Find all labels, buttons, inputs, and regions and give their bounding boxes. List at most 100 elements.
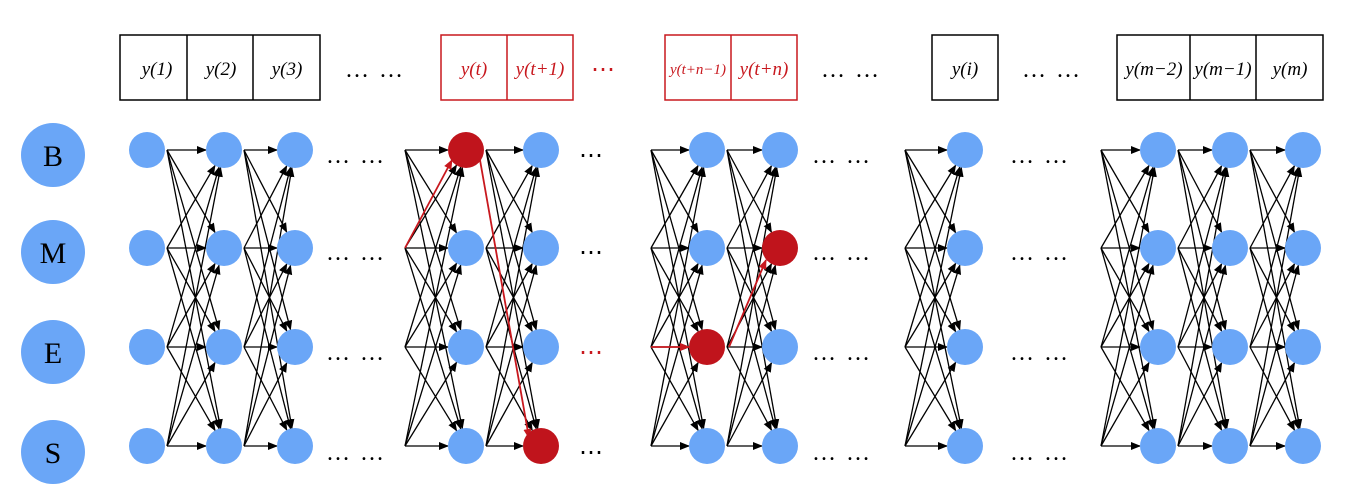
transition-edge	[243, 149, 288, 233]
state-label-e: E	[44, 337, 62, 370]
transition-edge	[166, 166, 223, 447]
transition-edge	[485, 264, 538, 447]
node-e	[1212, 329, 1248, 365]
transition-edge	[1249, 346, 1296, 432]
transition-edge	[904, 149, 964, 430]
node-b	[1212, 132, 1248, 168]
label-ym2: y(m−2)	[1123, 59, 1182, 80]
node-b	[1140, 132, 1176, 168]
transition-edge	[726, 149, 773, 234]
transition-edge	[1177, 166, 1230, 447]
transition-edge	[404, 262, 458, 348]
transition-edge	[1177, 264, 1228, 447]
transition-edge	[1100, 264, 1155, 447]
label-ym: y(m)	[1271, 59, 1308, 80]
node-m	[206, 230, 242, 266]
transition-edge	[904, 247, 957, 333]
transition-edge	[243, 165, 288, 249]
transition-edge	[726, 361, 773, 447]
node-b	[277, 132, 313, 168]
transition-edge	[166, 149, 223, 430]
transition-edge	[243, 166, 295, 447]
state-circle-m	[21, 220, 85, 284]
row-ellipsis-e-2: ⋯	[579, 340, 605, 366]
node-s	[762, 428, 798, 464]
label-box-group-5: y(m−2) y(m−1) y(m)	[1116, 34, 1324, 101]
transition-edge	[650, 247, 704, 430]
transition-edge	[485, 247, 533, 333]
row-ellipsis-s-2: ⋯	[579, 440, 605, 466]
state-circle-s	[21, 420, 85, 484]
transition-edge	[904, 361, 957, 447]
node-m	[129, 230, 165, 266]
transition-edge	[1249, 264, 1300, 447]
transition-edge	[404, 166, 462, 348]
transition-edge	[1177, 166, 1227, 348]
row-ellipsis-e-3: … …	[812, 340, 872, 366]
node-b	[762, 132, 798, 168]
row-ellipsis-s-1: … …	[326, 440, 386, 466]
highlight-edge	[479, 159, 532, 439]
row-ellipsis-s-4: … …	[1010, 440, 1070, 466]
transition-edge	[166, 264, 221, 447]
node-b	[1285, 132, 1321, 168]
transition-edge	[404, 164, 458, 249]
transition-edge	[904, 149, 957, 234]
transition-edge	[726, 264, 777, 447]
label-ym1: y(m−1)	[1192, 59, 1251, 80]
transition-edge	[404, 346, 458, 432]
transition-edge	[1177, 247, 1228, 430]
transition-edge	[1249, 149, 1296, 234]
transition-edge	[650, 166, 706, 447]
transition-edge	[650, 149, 704, 331]
transition-edge	[1249, 247, 1296, 333]
transition-edge	[404, 149, 458, 234]
transition-edge	[404, 264, 462, 447]
transition-edge	[166, 164, 216, 249]
node-m	[1212, 230, 1248, 266]
transition-edge	[243, 166, 293, 348]
transition-edge	[904, 264, 961, 447]
transition-edge	[1100, 247, 1155, 430]
transition-edge	[243, 362, 288, 447]
label-box-1	[119, 34, 321, 101]
label-yt1: y(t+1)	[514, 59, 565, 80]
transition-edge	[1249, 149, 1300, 331]
transition-edge	[650, 166, 704, 348]
transition-edge	[1249, 149, 1303, 430]
transition-edge	[1249, 361, 1296, 447]
transition-edge	[404, 149, 465, 430]
transition-edge	[166, 166, 221, 348]
label-ellipsis-1: … …	[345, 57, 405, 83]
transition-edge	[1177, 346, 1223, 431]
label-box-group-3: y(t+n−1) y(t+n)	[664, 34, 798, 101]
transition-edge	[904, 262, 957, 348]
node-s	[448, 428, 484, 464]
transition-edge	[650, 361, 699, 447]
highlight-edge	[728, 259, 767, 348]
transition-edge	[1100, 247, 1150, 333]
transition-edge	[650, 346, 699, 432]
transition-edge	[726, 149, 777, 331]
transition-edge	[1100, 149, 1155, 331]
transition-edges	[166, 146, 1303, 450]
lattice-nodes	[129, 132, 1321, 464]
node-e	[1285, 329, 1321, 365]
transition-edge	[404, 149, 462, 331]
highlight-node-m	[762, 230, 798, 266]
transition-edge	[726, 166, 780, 447]
state-label-s: S	[45, 437, 62, 470]
transition-edge	[485, 149, 533, 234]
transition-edge	[1100, 166, 1155, 348]
node-e	[523, 329, 559, 365]
state-label-m: M	[40, 237, 67, 270]
row-ellipsis-m-1: … …	[326, 240, 386, 266]
row-ellipsis-m-2: ⋯	[579, 240, 605, 266]
node-m	[947, 230, 983, 266]
transition-edge	[1249, 247, 1300, 430]
transition-edge	[726, 247, 773, 333]
transition-edge	[243, 264, 293, 447]
node-m	[689, 230, 725, 266]
transition-edge	[404, 247, 462, 430]
node-e	[277, 329, 313, 365]
